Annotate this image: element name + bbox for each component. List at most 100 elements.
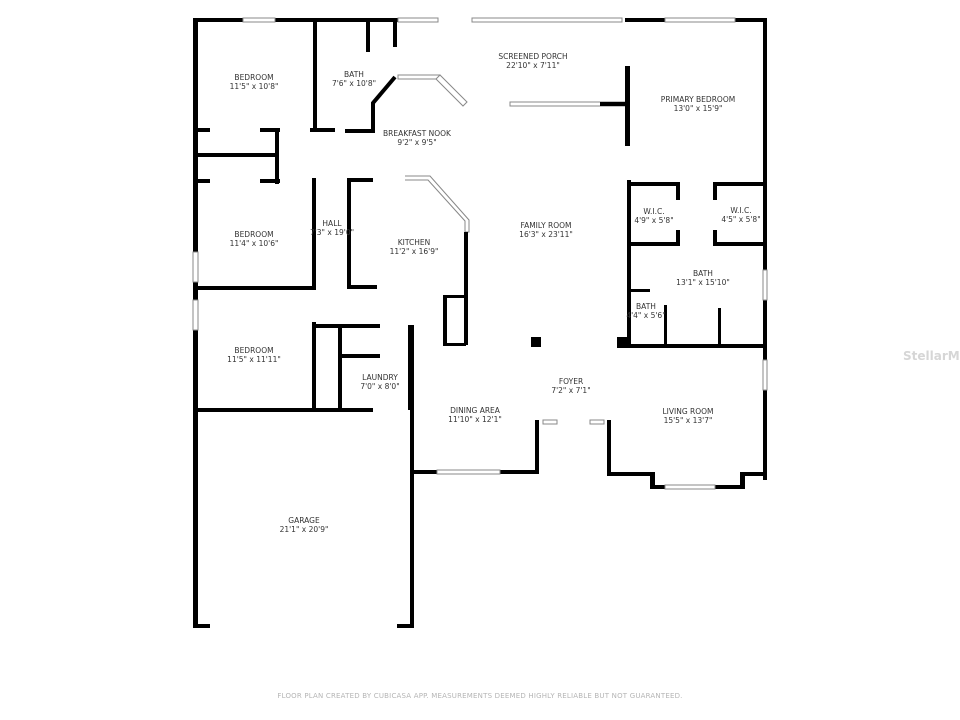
room-name: BEDROOM [234,346,273,355]
wall [676,182,680,200]
wall [745,472,767,476]
window [436,469,501,475]
room-wic-1: W.I.C.4'9" x 5'8" [634,207,673,225]
room-wic-2: W.I.C.4'5" x 5'8" [721,206,760,224]
wall [193,18,398,22]
window [762,269,768,301]
window [664,484,716,490]
room-dimensions: 11'2" x 16'9" [390,247,439,256]
room-name: GARAGE [288,516,320,525]
room-dimensions: 7'6" x 10'8" [332,79,376,88]
room-name: BATH [344,70,364,79]
wall [193,179,210,183]
wall [713,182,717,200]
wall [443,295,466,298]
room-dimensions: 13'1" x 15'10" [676,278,730,287]
window [192,299,199,331]
room-name: BATH [693,269,713,278]
wall [397,624,414,628]
wall [443,295,447,346]
wall [410,325,414,628]
window [589,419,605,425]
wall [718,308,721,347]
room-dimensions: 16'3" x 23'11" [519,230,573,239]
room-dimensions: 11'5" x 10'8" [230,82,279,91]
window [242,17,276,23]
room-name: HALL [322,219,342,228]
footer-disclaimer: FLOOR PLAN CREATED BY CUBICASA APP. MEAS… [277,692,682,700]
wall [607,420,611,476]
wall [629,242,680,246]
room-name: PRIMARY BEDROOM [661,95,735,104]
room-dimensions: 15'5" x 13'7" [664,416,713,425]
room-dimensions: 22'10" x 7'11" [506,61,560,70]
room-name: FOYER [559,377,583,386]
wall [347,178,351,288]
room-name: FAMILY ROOM [520,221,571,230]
wall [193,128,210,132]
wall [193,153,279,157]
wall [763,18,767,480]
room-dimensions: 11'10" x 12'1" [448,415,502,424]
room-name: LIVING ROOM [662,407,713,416]
wall [193,408,373,412]
room-dimensions: 9'2" x 9'5" [397,138,436,147]
wall [676,230,680,245]
wall [650,472,655,488]
wall [366,22,370,52]
room-name: BEDROOM [234,230,273,239]
wall [629,289,650,292]
wall [338,325,342,410]
wall [260,179,280,183]
wall [617,344,767,348]
window [664,17,736,23]
window [405,175,470,233]
window [192,251,199,283]
room-name: W.I.C. [643,207,664,216]
wall [314,324,380,328]
room-dimensions: 7'0" x 8'0" [360,382,399,391]
room-dimensions: 11'5" x 11'11" [227,355,281,364]
room-name: KITCHEN [398,238,431,247]
room-name: BREAKFAST NOOK [383,129,452,138]
room-dimensions: 13'0" x 15'9" [674,104,723,113]
wall [740,472,745,488]
room-name: SCREENED PORCH [498,52,567,61]
wall [713,230,717,245]
watermark: StellarMLS [903,349,960,363]
room-dimensions: 4'5" x 5'8" [721,215,760,224]
wall [713,242,767,246]
wall [535,420,539,474]
room-dimensions: 4'9" x 5'8" [634,216,673,225]
wall [345,129,373,133]
window [397,17,439,23]
wall [313,22,317,132]
window [397,74,441,80]
wall [312,322,316,410]
room-dimensions: 4'4" x 5'6" [626,311,665,320]
wall [193,624,210,628]
wall [664,305,667,347]
wall [275,130,279,184]
room-dimensions: 7'2" x 7'1" [551,386,590,395]
room-dimensions: 21'1" x 20'9" [280,525,329,534]
walls [193,18,767,628]
wall [443,343,466,346]
room-name: BATH [636,302,656,311]
